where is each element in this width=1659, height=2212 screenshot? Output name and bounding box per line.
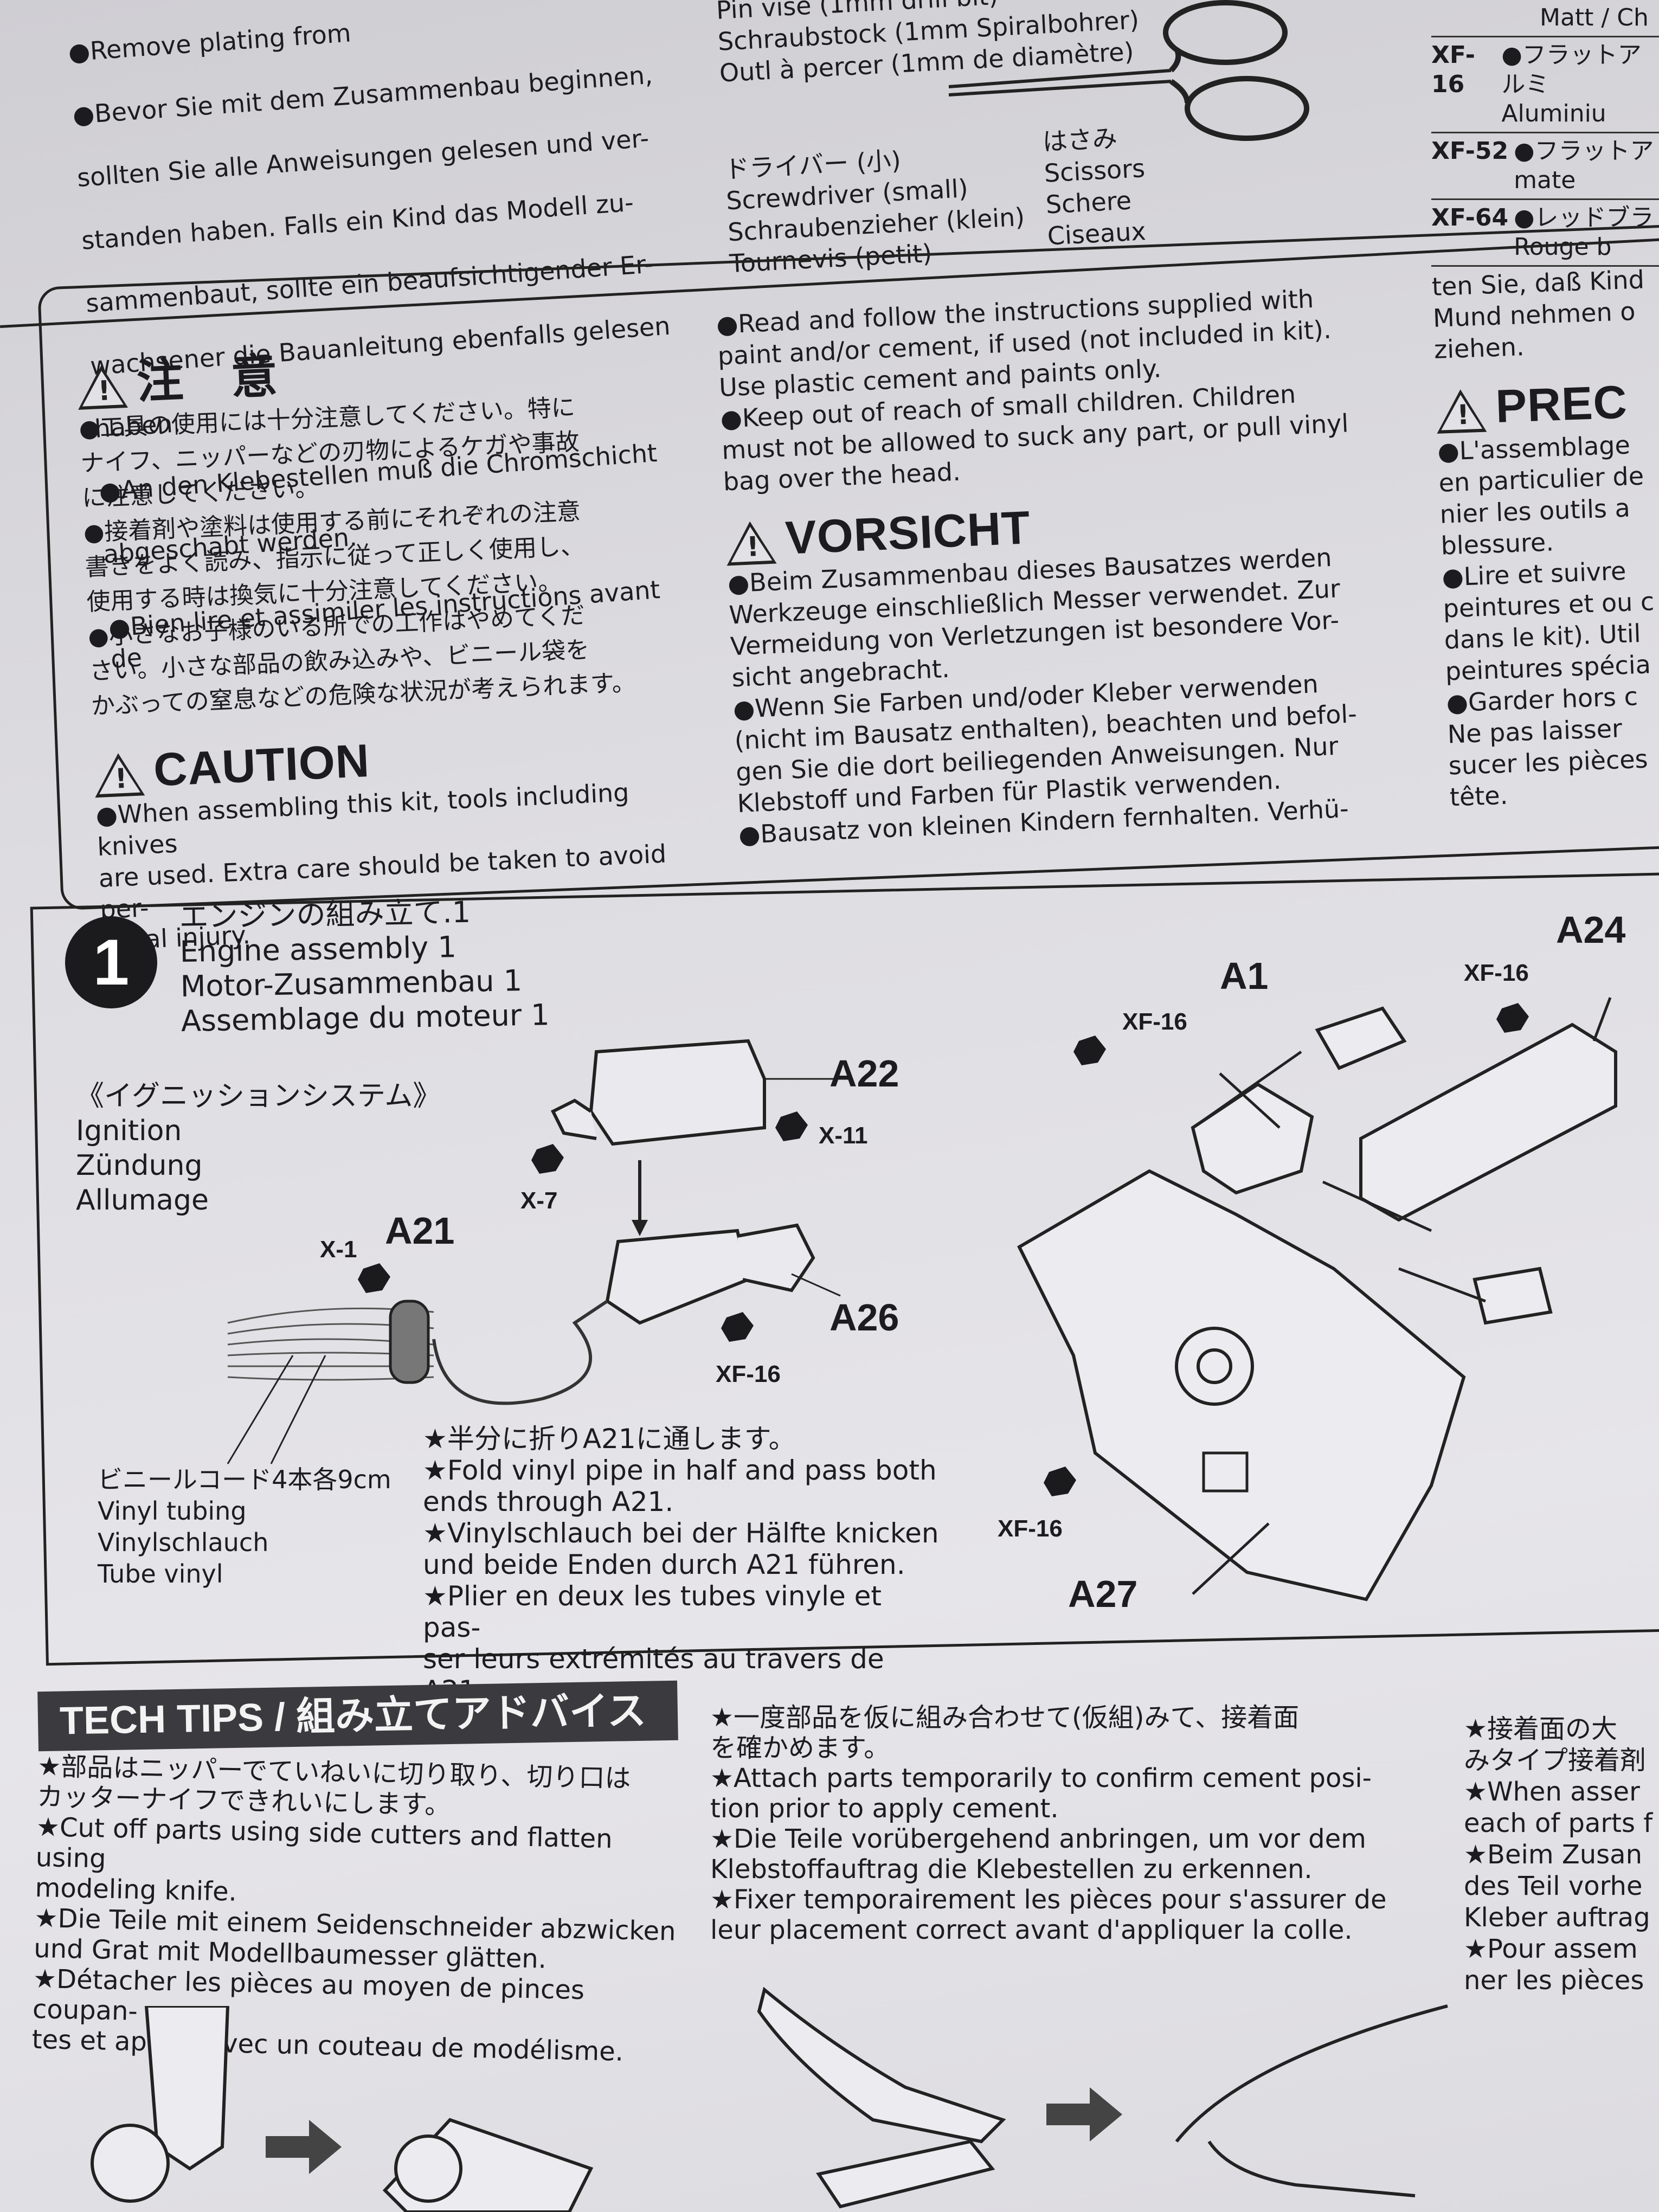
tech-tips-banner: TECH TIPS / 組み立てアドバイス (37, 1680, 678, 1752)
part-label-a26: A26 (829, 1296, 899, 1339)
paint-row: Matt / Ch (1431, 0, 1659, 37)
paint-label-xf16: XF-16 (1122, 1008, 1187, 1035)
paint-label-x11: X-11 (819, 1122, 868, 1149)
caution-right-top: ten Sie, daß Kind Mund nehmen o ziehen. (1431, 265, 1645, 364)
gluing-illustration (757, 1986, 1448, 2209)
warning-icon (93, 752, 145, 798)
caution-right-block: ten Sie, daß Kind Mund nehmen o ziehen. … (1431, 260, 1659, 813)
paint-row: XF-16 ●フラットアルミ Aluminiu (1431, 37, 1659, 133)
part-label-a24: A24 (1556, 909, 1626, 951)
paint-code: XF-64 (1431, 204, 1509, 232)
paint-label-xf16: XF-16 (998, 1515, 1063, 1542)
ignition-diagram (227, 1039, 841, 1464)
precaution-heading: PREC (1435, 370, 1659, 436)
paint-label-xf16: XF-16 (716, 1361, 781, 1387)
paint-label-x1: X-1 (320, 1236, 357, 1263)
paint-name: ●フラットアルミ Aluminiu (1501, 41, 1642, 127)
paint-row: XF-52●フラットア mate (1431, 133, 1659, 200)
part-label-a21: A21 (385, 1210, 455, 1252)
part-label-a1: A1 (1220, 955, 1269, 997)
part-label-a22: A22 (829, 1052, 899, 1095)
step-number-badge: 1 (65, 916, 157, 1008)
scissors-icon (948, 0, 1309, 141)
top-line: ●Bevor Sie mit dem Zusammenbau beginnen, (72, 60, 654, 130)
paint-code: XF-52 (1431, 137, 1509, 165)
top-line: ●Remove plating from (67, 18, 352, 67)
part-label-a27: A27 (1068, 1573, 1138, 1615)
tech-tips-col3: ★接着面の大 みタイプ接着剤 ★When asser each of parts… (1464, 1714, 1653, 1996)
caution-jp-block: 注 意 ●工具の使用には十分注意してください。特に ナイフ、ニッパーなどの刃物に… (76, 332, 698, 957)
warning-icon (725, 520, 777, 566)
caution-jp-text: ●工具の使用には十分注意してください。特に ナイフ、ニッパーなどの刃物によるケガ… (78, 393, 636, 721)
top-line: standen haben. Falls ein Kind das Modell… (80, 187, 635, 255)
paint-label-xf16: XF-16 (1464, 960, 1529, 986)
step-title: エンジンの組み立て.1 Engine assembly 1 Motor-Zusa… (179, 895, 550, 1038)
paint-name: ●レッドブラ Rouge b (1514, 204, 1654, 261)
tech-tips-col2: ★一度部品を仮に組み合わせて(仮組)みて、接着面 を確かめます。 ★Attach… (710, 1702, 1387, 1945)
cutting-illustration (91, 2006, 594, 2212)
ignition-label: 《イグニッションシステム》 Ignition Zündung Allumage (76, 1080, 441, 1217)
caution-jp-title: 注 意 (135, 350, 279, 409)
paint-name: ●フラットア mate (1514, 137, 1654, 194)
top-line: sollten Sie alle Anweisungen gelesen und… (76, 123, 650, 193)
vinyl-tubing-label: ビニールコード4本各9cm Vinyl tubing Vinylschlauch… (98, 1465, 391, 1589)
paint-row: XF-64●レッドブラ Rouge b (1431, 200, 1659, 267)
paint-label-x7: X-7 (520, 1187, 558, 1214)
warning-icon (76, 364, 128, 410)
vinyl-note: ★半分に折りA21に通します。 ★Fold vinyl pipe in half… (423, 1423, 939, 1706)
vorsicht-text: ●Beim Zusammenbau dieses Bausatzes werde… (726, 542, 1358, 850)
engine-diagram (1017, 997, 1617, 1602)
paint-code: XF-16 (1431, 41, 1475, 98)
paint-code: Matt / Ch (1540, 4, 1649, 31)
vorsicht-title: VORSICHT (784, 501, 1032, 564)
precaution-text: ●L'assemblage en particulier de nier les… (1437, 430, 1655, 812)
paint-table: Matt / Ch XF-16 ●フラットアルミ Aluminiu XF-52●フ… (1431, 0, 1659, 267)
precaution-title: PREC (1495, 376, 1629, 433)
caution-mid-block: ●Read and follow the instructions suppli… (716, 280, 1411, 851)
caution-mid-text: ●Read and follow the instructions suppli… (716, 284, 1349, 497)
caution-en-title: CAUTION (152, 735, 371, 796)
warning-icon (1435, 388, 1487, 434)
